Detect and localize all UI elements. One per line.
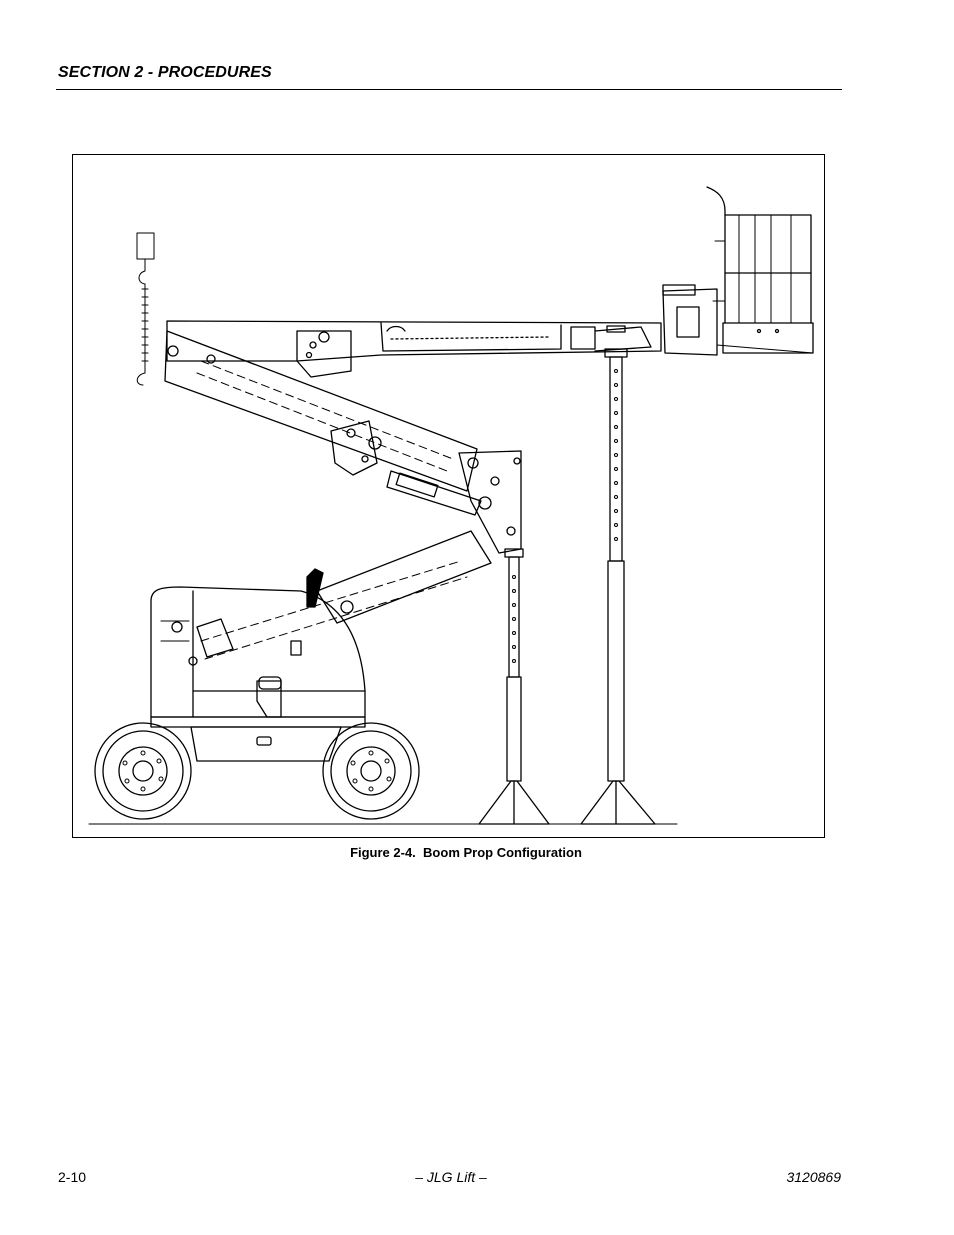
header-divider: [56, 89, 842, 90]
lower-boom: [196, 530, 492, 660]
boom-knuckle: [458, 450, 522, 554]
hoist-chain: [136, 232, 155, 386]
tall-boom-prop: [580, 348, 656, 825]
publisher-name: – JLG Lift –: [415, 1169, 487, 1185]
page-number: 2-10: [58, 1169, 87, 1185]
figure-title: Boom Prop Configuration: [423, 845, 582, 860]
boom-lift-illustration: [88, 186, 814, 825]
chassis: [150, 716, 366, 762]
main-boom: [164, 330, 482, 516]
document-number: 3120869: [786, 1169, 841, 1185]
front-wheel: [94, 722, 192, 820]
figure-number: Figure 2-4.: [350, 845, 416, 860]
rear-wheel: [322, 722, 420, 820]
short-boom-prop: [478, 548, 550, 825]
platform-basket: [662, 186, 814, 356]
figure-caption: Figure 2-4. Boom Prop Configuration: [0, 845, 954, 860]
turntable: [150, 568, 366, 718]
section-title: SECTION 2 - PROCEDURES: [58, 64, 272, 81]
figure-frame: [72, 154, 825, 838]
upper-boom: [166, 320, 662, 378]
